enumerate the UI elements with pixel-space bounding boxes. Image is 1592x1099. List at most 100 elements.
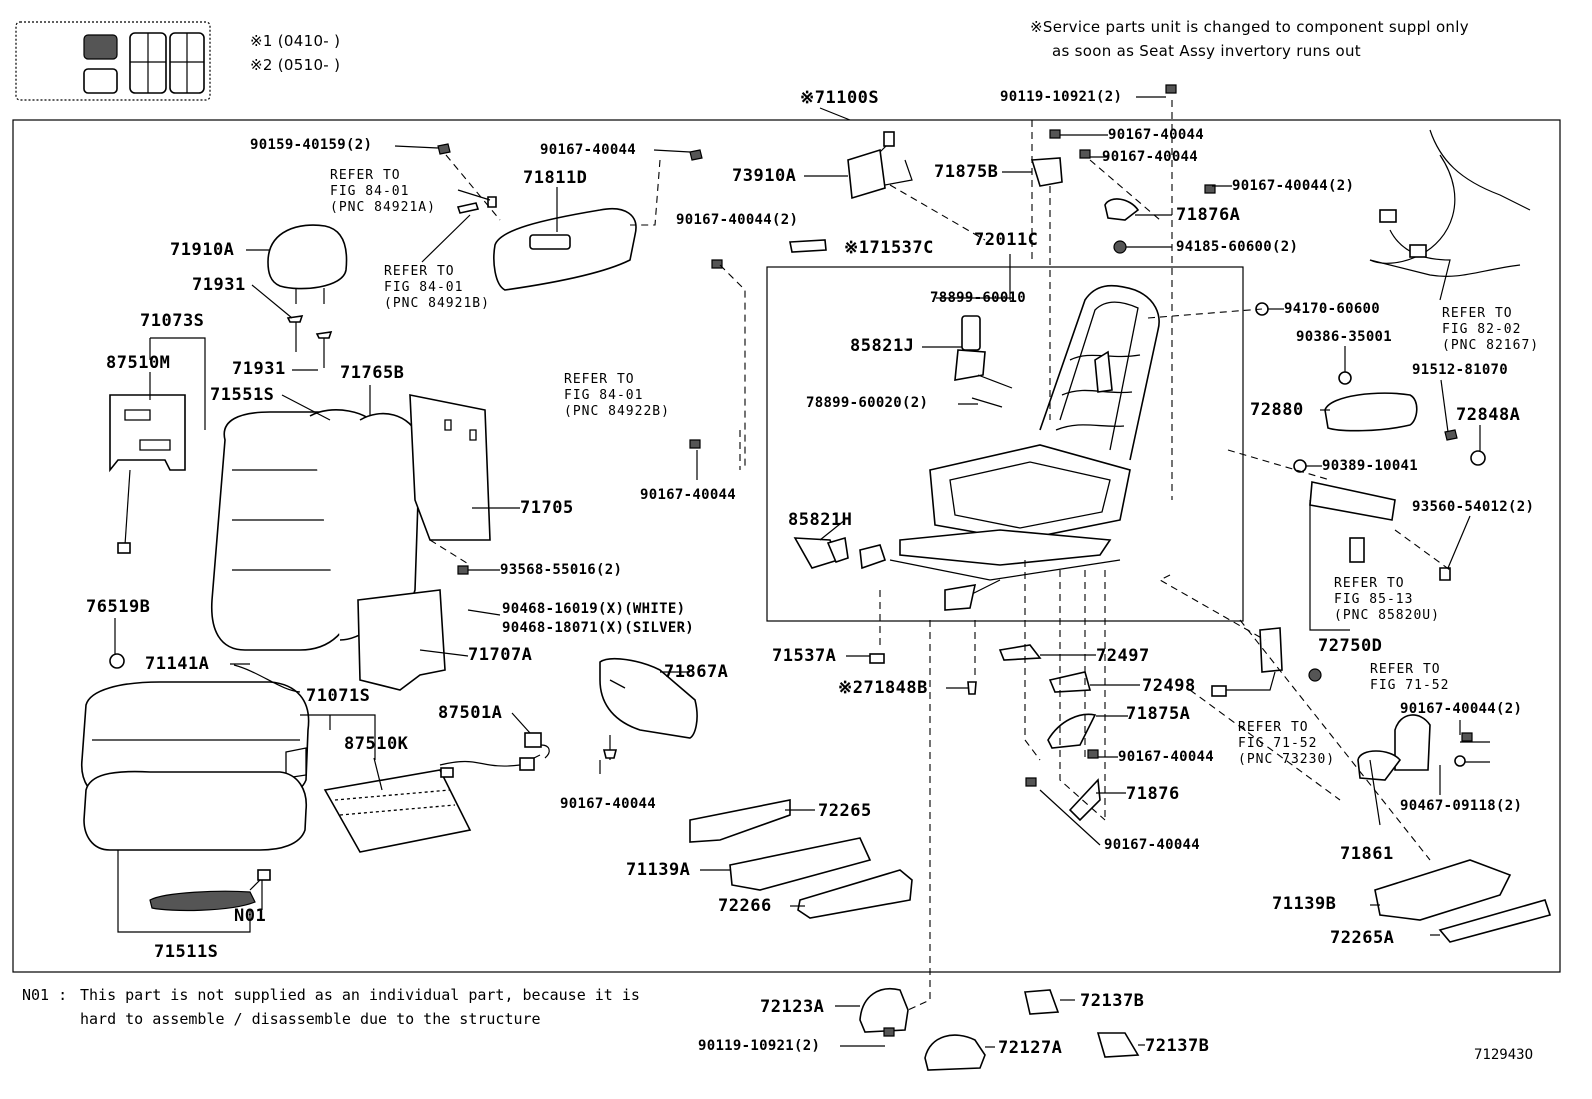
part-label-85821J[interactable]: 85821J [850, 336, 915, 356]
part-label-90167-40044-g[interactable]: 90167-40044 [1104, 837, 1201, 853]
part-label-72498[interactable]: 72498 [1142, 676, 1196, 696]
bolts-drawing [437, 84, 1473, 1037]
part-label-71765B[interactable]: 71765B [340, 363, 405, 383]
part-label-90167-40044-d[interactable]: 90167-40044 [640, 487, 737, 503]
part-label-87510K[interactable]: 87510K [344, 734, 409, 754]
part-label-71848B[interactable]: ※271848B [838, 678, 928, 698]
footnote-code: N01 : [22, 986, 68, 1004]
part-label-72750D[interactable]: 72750D [1318, 636, 1383, 656]
refer-fig-84-01-84922B[interactable]: REFER TO FIG 84-01 (PNC 84922B) [564, 372, 670, 419]
seat-frame-drawing [859, 284, 1160, 611]
right-parts-drawing [1211, 371, 1486, 781]
part-label-71100S[interactable]: ※71100S [800, 88, 880, 108]
part-label-72123A[interactable]: 72123A [760, 997, 825, 1017]
refer-fig-84-01-84921A[interactable]: REFER TO FIG 84-01 (PNC 84921A) [330, 168, 436, 215]
part-label-72011C[interactable]: 72011C [974, 230, 1039, 250]
part-label-90167-40044-2c[interactable]: 90167-40044(2) [1400, 701, 1523, 717]
part-label-90468-16019[interactable]: 90468-16019(X)(WHITE) [502, 601, 686, 617]
harness-drawing [439, 732, 550, 778]
refer-fig-71-52[interactable]: REFER TO FIG 71-52 [1370, 662, 1450, 693]
part-label-93568-55016[interactable]: 93568-55016(2) [500, 562, 623, 578]
part-label-72127A[interactable]: 72127A [998, 1038, 1063, 1058]
part-label-72497[interactable]: 72497 [1096, 646, 1150, 666]
legend-box [15, 21, 211, 101]
part-label-71876[interactable]: 71876 [1126, 784, 1180, 804]
part-label-71071S[interactable]: 71071S [306, 686, 371, 706]
part-label-71811D[interactable]: 71811D [523, 168, 588, 188]
footnote-line-2: hard to assemble / disassemble due to th… [80, 1010, 541, 1028]
part-label-87501A[interactable]: 87501A [438, 703, 503, 723]
part-label-72265[interactable]: 72265 [818, 801, 872, 821]
part-label-71875A[interactable]: 71875A [1126, 704, 1191, 724]
seat-frame-subbox [766, 266, 1244, 622]
part-label-90468-18071[interactable]: 90468-18071(X)(SILVER) [502, 620, 695, 636]
part-label-78899-60020[interactable]: 78899-60020(2) [806, 395, 929, 411]
part-label-72137B-b[interactable]: 72137B [1145, 1036, 1210, 1056]
refer-fig-85-13-85820U[interactable]: REFER TO FIG 85-13 (PNC 85820U) [1334, 576, 1440, 623]
side-shield-upper-drawing [456, 196, 637, 291]
part-label-71910A[interactable]: 71910A [170, 240, 235, 260]
part-label-71861[interactable]: 71861 [1340, 844, 1394, 864]
part-label-71073S[interactable]: 71073S [140, 311, 205, 331]
part-label-71867A[interactable]: 71867A [664, 662, 729, 682]
part-label-71511S[interactable]: 71511S [154, 942, 219, 962]
part-label-71139B[interactable]: 71139B [1272, 894, 1337, 914]
part-label-90467-09118[interactable]: 90467-09118(2) [1400, 798, 1523, 814]
part-label-90119-10921-bottom[interactable]: 90119-10921(2) [698, 1038, 821, 1054]
part-label-91512-81070[interactable]: 91512-81070 [1412, 362, 1509, 378]
seat-back-drawing [109, 394, 491, 691]
part-label-72266[interactable]: 72266 [718, 896, 772, 916]
part-label-71931-b[interactable]: 71931 [232, 359, 286, 379]
part-label-72265A[interactable]: 72265A [1330, 928, 1395, 948]
part-label-71876A[interactable]: 71876A [1176, 205, 1241, 225]
leader-lines [114, 96, 1490, 1048]
refer-fig-84-01-84921B[interactable]: REFER TO FIG 84-01 (PNC 84921B) [384, 264, 490, 311]
part-label-71931-a[interactable]: 71931 [192, 275, 246, 295]
part-label-90167-40044-2b[interactable]: 90167-40044(2) [676, 212, 799, 228]
part-label-N01[interactable]: N01 [234, 906, 267, 926]
part-label-76519B[interactable]: 76519B [86, 597, 151, 617]
part-label-71551S[interactable]: 71551S [210, 385, 275, 405]
part-label-72848A[interactable]: 72848A [1456, 405, 1521, 425]
part-label-71875B[interactable]: 71875B [934, 162, 999, 182]
part-label-90167-40044-c[interactable]: 90167-40044 [1102, 149, 1199, 165]
part-label-71537C[interactable]: ※171537C [844, 238, 934, 258]
part-label-87510M[interactable]: 87510M [106, 353, 171, 373]
part-label-72880[interactable]: 72880 [1250, 400, 1304, 420]
switch-drawing [847, 131, 913, 200]
part-label-78899-60010[interactable]: 78899-60010 [930, 290, 1027, 306]
part-label-71139A[interactable]: 71139A [626, 860, 691, 880]
part-label-71141A[interactable]: 71141A [145, 654, 210, 674]
side-shield-lower-drawing [599, 657, 698, 760]
service-note-line-2: as soon as Seat Assy invertory runs out [1052, 42, 1361, 60]
part-label-71705[interactable]: 71705 [520, 498, 574, 518]
part-label-94185-60600[interactable]: 94185-60600(2) [1176, 239, 1299, 255]
service-note-line-1: ※Service parts unit is changed to compon… [1030, 18, 1469, 36]
part-label-93560-54012[interactable]: 93560-54012(2) [1412, 499, 1535, 515]
part-label-90167-40044-f[interactable]: 90167-40044 [560, 796, 657, 812]
part-label-71537A[interactable]: 71537A [772, 646, 837, 666]
variant-note-2: ※2 (0510- ) [250, 56, 341, 74]
part-label-85821H[interactable]: 85821H [788, 510, 853, 530]
part-label-72137B-a[interactable]: 72137B [1080, 991, 1145, 1011]
variant-note-1: ※1 (0410- ) [250, 32, 341, 50]
rail-covers-drawing [689, 799, 1552, 943]
part-label-90386-35001[interactable]: 90386-35001 [1296, 329, 1393, 345]
part-label-94170-60600[interactable]: 94170-60600 [1284, 301, 1381, 317]
part-label-90119-10921-top[interactable]: 90119-10921(2) [1000, 89, 1123, 105]
part-label-90159-40159[interactable]: 90159-40159(2) [250, 137, 373, 153]
headrest-drawing [267, 224, 348, 368]
part-label-71707A[interactable]: 71707A [468, 645, 533, 665]
part-label-90167-40044-a[interactable]: 90167-40044 [540, 142, 637, 158]
refer-fig-71-52-73230[interactable]: REFER TO FIG 71-52 (PNC 73230) [1238, 720, 1336, 767]
part-label-90167-40044-e[interactable]: 90167-40044 [1118, 749, 1215, 765]
main-frame [12, 119, 1561, 973]
seat-cushion-drawing [81, 653, 472, 912]
part-label-73910A[interactable]: 73910A [732, 166, 797, 186]
part-label-90389-10041[interactable]: 90389-10041 [1322, 458, 1419, 474]
part-label-90167-40044-b[interactable]: 90167-40044 [1108, 127, 1205, 143]
refer-fig-82-02-82167[interactable]: REFER TO FIG 82-02 (PNC 82167) [1442, 306, 1540, 353]
part-label-90167-40044-2a[interactable]: 90167-40044(2) [1232, 178, 1355, 194]
figure-id: 712943O [1474, 1047, 1534, 1063]
